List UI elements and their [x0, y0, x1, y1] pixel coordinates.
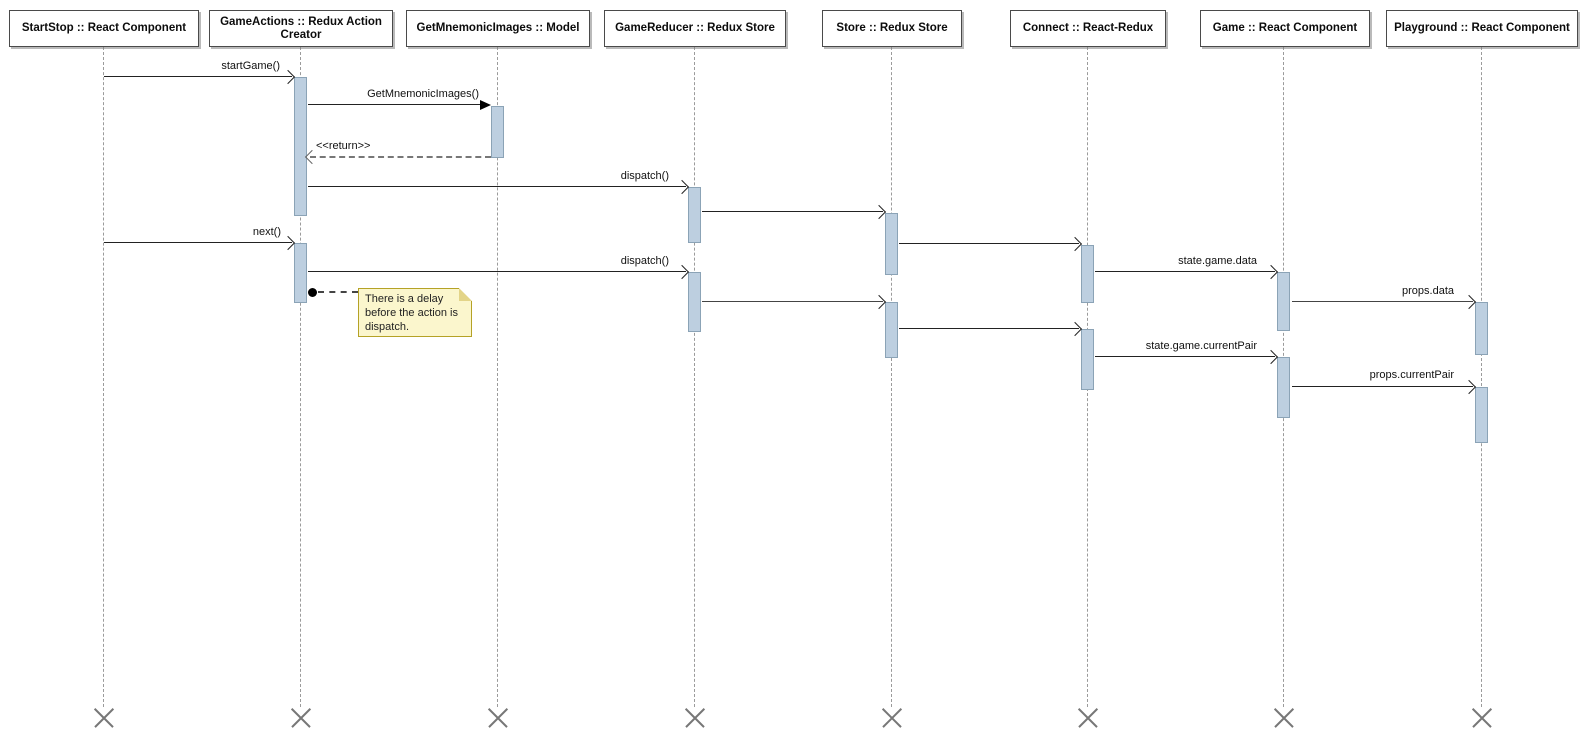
arrowhead-open-icon — [280, 235, 296, 251]
message-label-getmnemonicimages: GetMnemonicImages() — [367, 88, 479, 100]
message-line-getmnemonicimages — [308, 104, 483, 105]
activation-playground-2 — [1475, 387, 1488, 443]
lifeline-startstop — [103, 47, 104, 707]
arrowhead-open-icon — [674, 179, 690, 195]
lifeline-gameactions — [300, 47, 301, 707]
activation-gamereducer-1 — [688, 187, 701, 243]
arrowhead-open-icon — [1461, 379, 1477, 395]
lifeline-playground — [1481, 47, 1482, 707]
participant-label: Game :: React Component — [1212, 22, 1358, 34]
message-line-reducer-store-2 — [702, 301, 883, 302]
participant-label: GameReducer :: Redux Store — [615, 22, 775, 34]
activation-game-1 — [1277, 272, 1290, 331]
arrowhead-open-icon — [1263, 264, 1279, 280]
activation-connect-2 — [1081, 329, 1094, 390]
message-label-state-game-data: state.game.data — [1178, 255, 1257, 267]
arrowhead-open-icon — [304, 149, 320, 165]
arrowhead-open-icon — [1461, 294, 1477, 310]
message-line-props-currentpair — [1292, 386, 1473, 387]
participant-label: GameActions :: Redux Action Creator — [220, 15, 382, 41]
participant-box-connect: Connect :: React-Redux — [1010, 10, 1166, 47]
message-label-next: next() — [252, 226, 281, 238]
participant-box-game: Game :: React Component — [1200, 10, 1370, 47]
destroy-x-icon — [92, 706, 116, 730]
message-label-startgame: startGame() — [221, 60, 280, 72]
message-line-state-game-data — [1095, 271, 1275, 272]
participant-label: Connect :: React-Redux — [1022, 22, 1154, 34]
destroy-x-icon — [1076, 706, 1100, 730]
destroy-x-icon — [1272, 706, 1296, 730]
message-line-dispatch-1 — [308, 186, 686, 187]
activation-gameactions-1 — [294, 77, 307, 216]
activation-playground-1 — [1475, 302, 1488, 355]
activation-store-1 — [885, 213, 898, 275]
message-label-state-game-currentpair: state.game.currentPair — [1145, 340, 1257, 352]
participant-box-gameactions: GameActions :: Redux Action Creator — [209, 10, 393, 47]
arrowhead-open-icon — [1067, 321, 1083, 337]
participant-box-gamereducer: GameReducer :: Redux Store — [604, 10, 786, 47]
note-text: There is a delay before the action is di… — [365, 293, 458, 333]
message-line-store-connect-1 — [899, 243, 1079, 244]
activation-gamereducer-2 — [688, 272, 701, 332]
message-line-store-connect-2 — [899, 328, 1079, 329]
activation-store-2 — [885, 302, 898, 358]
message-line-state-game-currentpair — [1095, 356, 1275, 357]
message-line-dispatch-2 — [308, 271, 686, 272]
destroy-x-icon — [1470, 706, 1494, 730]
arrowhead-open-icon — [1067, 236, 1083, 252]
message-line-reducer-store-1 — [702, 211, 883, 212]
lifeline-getmnemonicimages — [497, 47, 498, 707]
arrowhead-open-icon — [1263, 349, 1279, 365]
note-anchor-dot — [308, 288, 317, 297]
lifeline-gamereducer — [694, 47, 695, 707]
participant-box-startstop: StartStop :: React Component — [9, 10, 199, 47]
activation-connect-1 — [1081, 245, 1094, 303]
message-label-dispatch-1: dispatch() — [620, 170, 669, 182]
lifeline-store — [891, 47, 892, 707]
arrowhead-open-icon — [871, 204, 887, 220]
arrowhead-open-icon — [871, 294, 887, 310]
note: There is a delay before the action is di… — [358, 288, 472, 337]
participant-label: Store :: Redux Store — [836, 22, 948, 34]
message-line-props-data — [1292, 301, 1473, 302]
activation-game-2 — [1277, 357, 1290, 418]
destroy-x-icon — [880, 706, 904, 730]
activation-getmnemonicimages — [491, 106, 504, 158]
participant-box-store: Store :: Redux Store — [822, 10, 962, 47]
message-label-dispatch-2: dispatch() — [620, 255, 669, 267]
message-line-next — [104, 242, 292, 243]
note-fold-icon — [459, 288, 472, 301]
destroy-x-icon — [683, 706, 707, 730]
activation-gameactions-2 — [294, 243, 307, 303]
participant-box-playground: Playground :: React Component — [1386, 10, 1578, 47]
destroy-x-icon — [486, 706, 510, 730]
message-label-props-currentpair: props.currentPair — [1369, 369, 1454, 381]
message-label-return: <<return>> — [316, 140, 371, 152]
message-label-props-data: props.data — [1402, 285, 1454, 297]
message-line-startgame — [104, 76, 292, 77]
destroy-x-icon — [289, 706, 313, 730]
message-line-return — [310, 156, 491, 158]
arrowhead-open-icon — [280, 69, 296, 85]
arrowhead-open-icon — [674, 264, 690, 280]
arrowhead-filled-icon — [480, 100, 491, 110]
participant-box-getmnemonicimages: GetMnemonicImages :: Model — [406, 10, 590, 47]
participant-label: GetMnemonicImages :: Model — [416, 22, 580, 34]
participant-label: StartStop :: React Component — [21, 22, 187, 34]
note-connector-line — [318, 291, 358, 293]
participant-label: Playground :: React Component — [1394, 22, 1570, 34]
